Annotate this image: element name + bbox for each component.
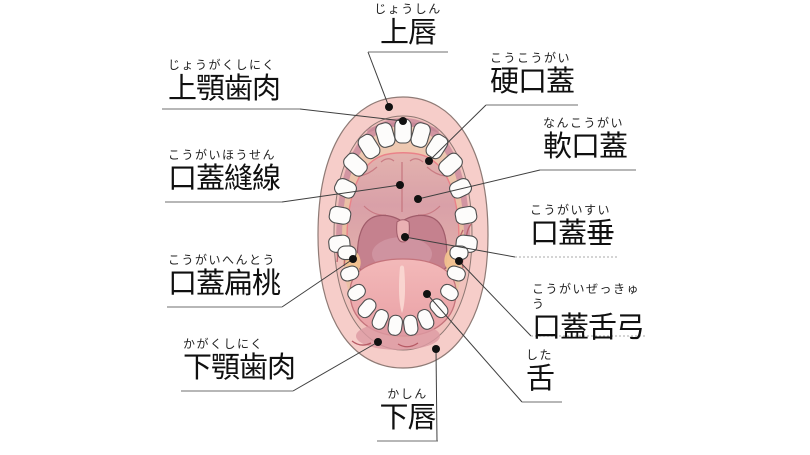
furigana-palatine-tonsil: こうがいへんとう [168,253,277,267]
label-hard-palate: こうこうがい 硬口蓋 [486,51,582,98]
furigana-upper-gum: じょうがくしにく [168,58,276,72]
tooth [440,283,459,302]
term-upper-gum: 上顎歯肉 [168,73,281,105]
anchor-dot-uvula [401,233,409,241]
anchor-dot-lower-gum [374,338,382,346]
furigana-palatoglossal-arch: こうがいぜっきゅう [532,282,641,311]
label-tongue: した 舌 [520,348,570,395]
leader-soft-palate [417,169,541,200]
label-soft-palate: なんこうがい 軟口蓋 [540,116,639,163]
term-lower-lip: 下唇 [379,402,436,434]
tooth [403,314,419,336]
tooth [446,265,466,282]
anchor-dot-soft-palate [414,195,422,203]
tooth [347,283,366,302]
upper-teeth [328,118,478,253]
leader-palatoglossal [458,260,532,337]
leader-tongue [426,293,523,403]
label-underlines [162,51,645,442]
furigana-lower-gum: かがくしにく [183,337,264,351]
lower-gum-curves [351,340,419,348]
anchor-dot-palatoglossal [455,257,463,265]
leader-hard-palate [428,104,487,162]
label-palatine-tonsil: こうがいへんとう 口蓋扁桃 [167,253,283,300]
leader-lower-lip [435,348,438,442]
anchor-dots [349,103,463,353]
anchor-dot-tongue [423,290,431,298]
anchor-dot-raphe [396,181,404,189]
tooth [357,298,377,319]
term-soft-palate: 軟口蓋 [543,131,628,163]
term-palatine-tonsil: 口蓋扁桃 [168,268,281,300]
tooth [425,133,449,160]
term-uvula: 口蓋垂 [530,218,615,250]
term-hard-palate: 硬口蓋 [490,66,575,98]
tooth [371,308,389,330]
leader-lines [281,51,541,442]
tooth [375,122,396,148]
label-upper-lip: じょうしん 上唇 [368,2,448,49]
furigana-hard-palate: こうこうがい [490,51,572,65]
anchor-dot-tonsil [349,255,357,263]
label-lower-gum: かがくしにく 下顎歯肉 [181,337,296,384]
tooth [343,152,368,177]
anchor-dot-hard-palate [425,157,433,165]
term-palatoglossal-arch: 口蓋舌弓 [532,312,645,344]
label-palatine-raphe: こうがいほうせん 口蓋縫線 [165,148,285,195]
label-upper-gum: じょうがくしにく 上顎歯肉 [162,58,306,105]
label-lower-lip: かしん 下唇 [377,387,438,434]
tooth [387,314,403,336]
leader-raphe [281,184,401,203]
anchor-dot-upper-gum [399,117,407,125]
furigana-uvula: こうがいすい [530,203,612,217]
tooth [417,308,435,330]
tongue-highlight [398,265,406,313]
mouth-group [317,96,489,369]
furigana-tongue: した [526,348,554,362]
leader-upper-gum [299,108,404,122]
anchor-dot-upper-lip [385,103,393,111]
furigana-lower-lip: かしん [387,387,428,401]
leader-uvula [404,236,516,258]
furigana-soft-palate: なんこうがい [543,116,625,130]
lower-teeth [337,245,469,336]
leader-tonsil [281,258,354,308]
label-uvula: こうがいすい 口蓋垂 [515,203,632,250]
tooth [410,122,431,148]
tooth [454,205,478,225]
tooth [340,265,360,282]
term-lower-gum: 下顎歯肉 [183,352,296,384]
leader-lower-gum [292,341,379,392]
furigana-upper-lip: じょうしん [374,2,442,16]
anchor-dot-lower-lip [432,345,440,353]
term-palatine-raphe: 口蓋縫線 [168,163,281,195]
tooth [438,152,463,177]
furigana-palatine-raphe: こうがいほうせん [168,148,277,162]
palate-arch-line [346,152,460,263]
tooth [449,178,473,199]
label-palatoglossal-arch: こうがいぜっきゅう 口蓋舌弓 [531,282,646,344]
leader-upper-lip [367,51,390,108]
term-upper-lip: 上唇 [379,17,437,49]
tooth [357,133,381,160]
tooth [328,205,352,225]
term-tongue: 舌 [526,363,555,395]
